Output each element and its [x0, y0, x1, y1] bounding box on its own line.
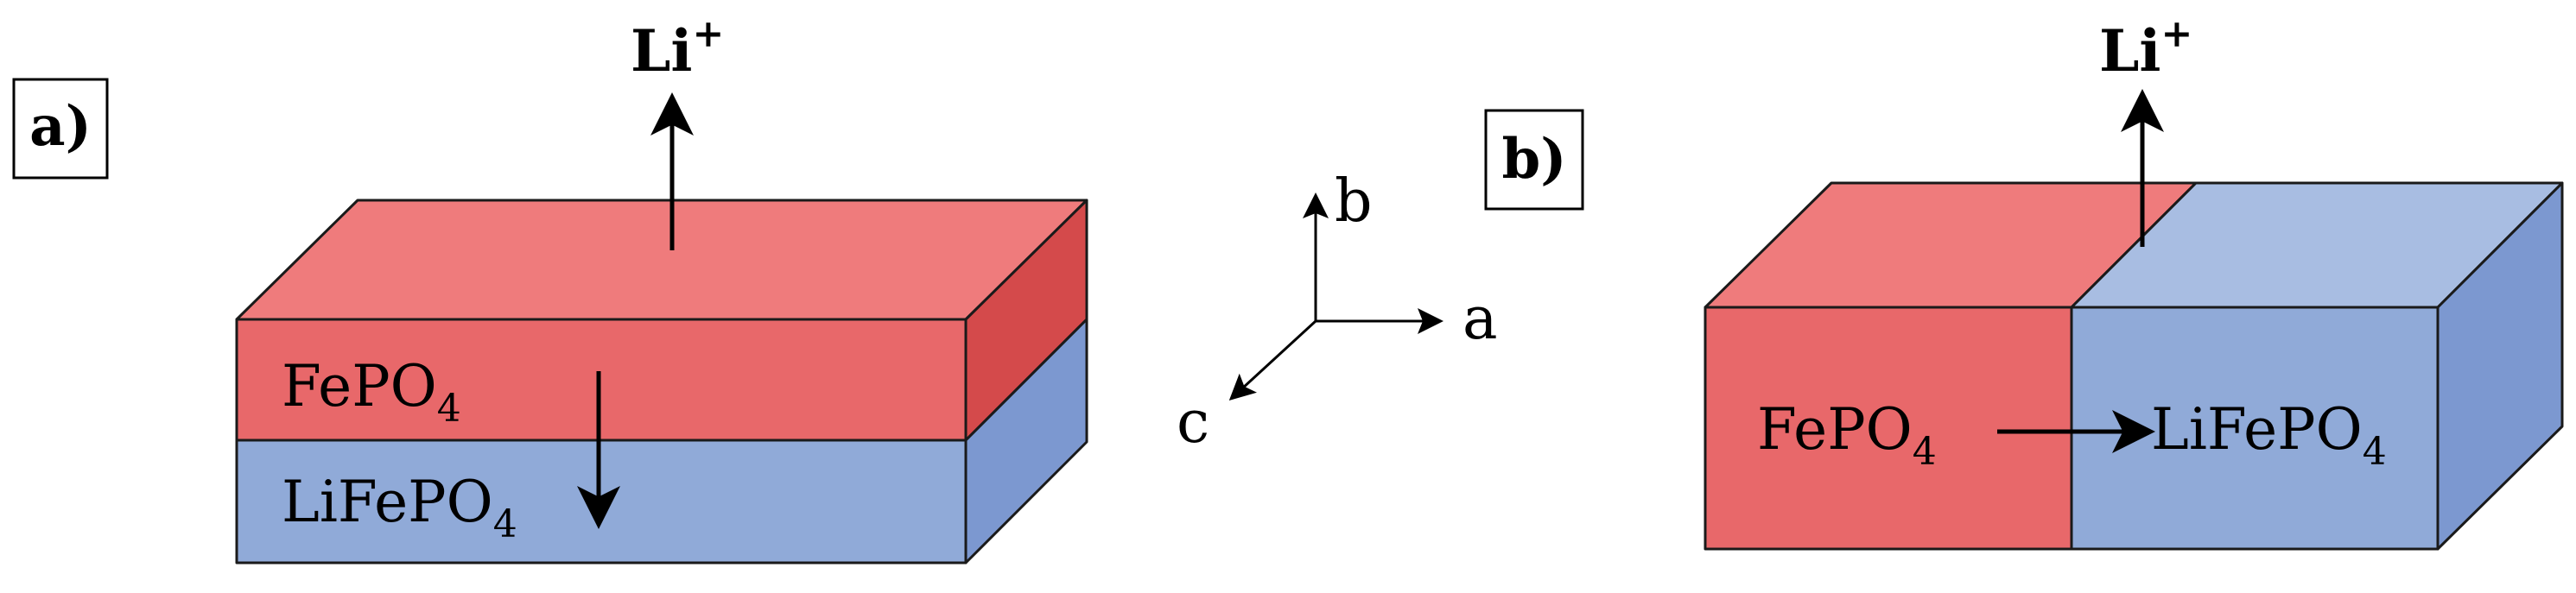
fepo4-front-face-b [1704, 306, 2073, 551]
axis-b-label: b [1335, 167, 1373, 236]
panel-a-li-ion-label: Li+ [631, 12, 724, 85]
panel-b-fepo4-region [1704, 181, 2198, 551]
panel-a-lifepo4-label: LiFePO4 [282, 469, 517, 546]
panel-a-fepo4-label: FePO4 [282, 353, 461, 431]
panel-b-li-ion-label: Li+ [2099, 12, 2192, 85]
panel-b-fepo4-label: FePO4 [1757, 396, 1937, 474]
panel-a: a) FePO4 LiFePO4 Li+ [12, 12, 1088, 565]
axis-c-label: c [1177, 388, 1209, 457]
panel-a-fepo4-layer [235, 199, 1088, 442]
panel-b-label: b) [1501, 127, 1566, 192]
crystal-axes: b a c [1177, 167, 1498, 457]
panel-b-label-box [1484, 109, 1584, 211]
panel-b: b) FePO4 LiFePO4 Li+ [1484, 12, 2564, 551]
axis-a-label: a [1462, 285, 1498, 353]
panel-a-label-box [12, 78, 109, 180]
panel-b-lifepo4-region [2070, 181, 2564, 551]
axis-c-arrow [1228, 319, 1317, 401]
panel-a-label: a) [29, 94, 92, 159]
lifepo4-front-face-b [2070, 306, 2440, 551]
panel-b-lifepo4-label: LiFePO4 [2151, 396, 2387, 474]
fepo4-top-face [235, 199, 1088, 321]
